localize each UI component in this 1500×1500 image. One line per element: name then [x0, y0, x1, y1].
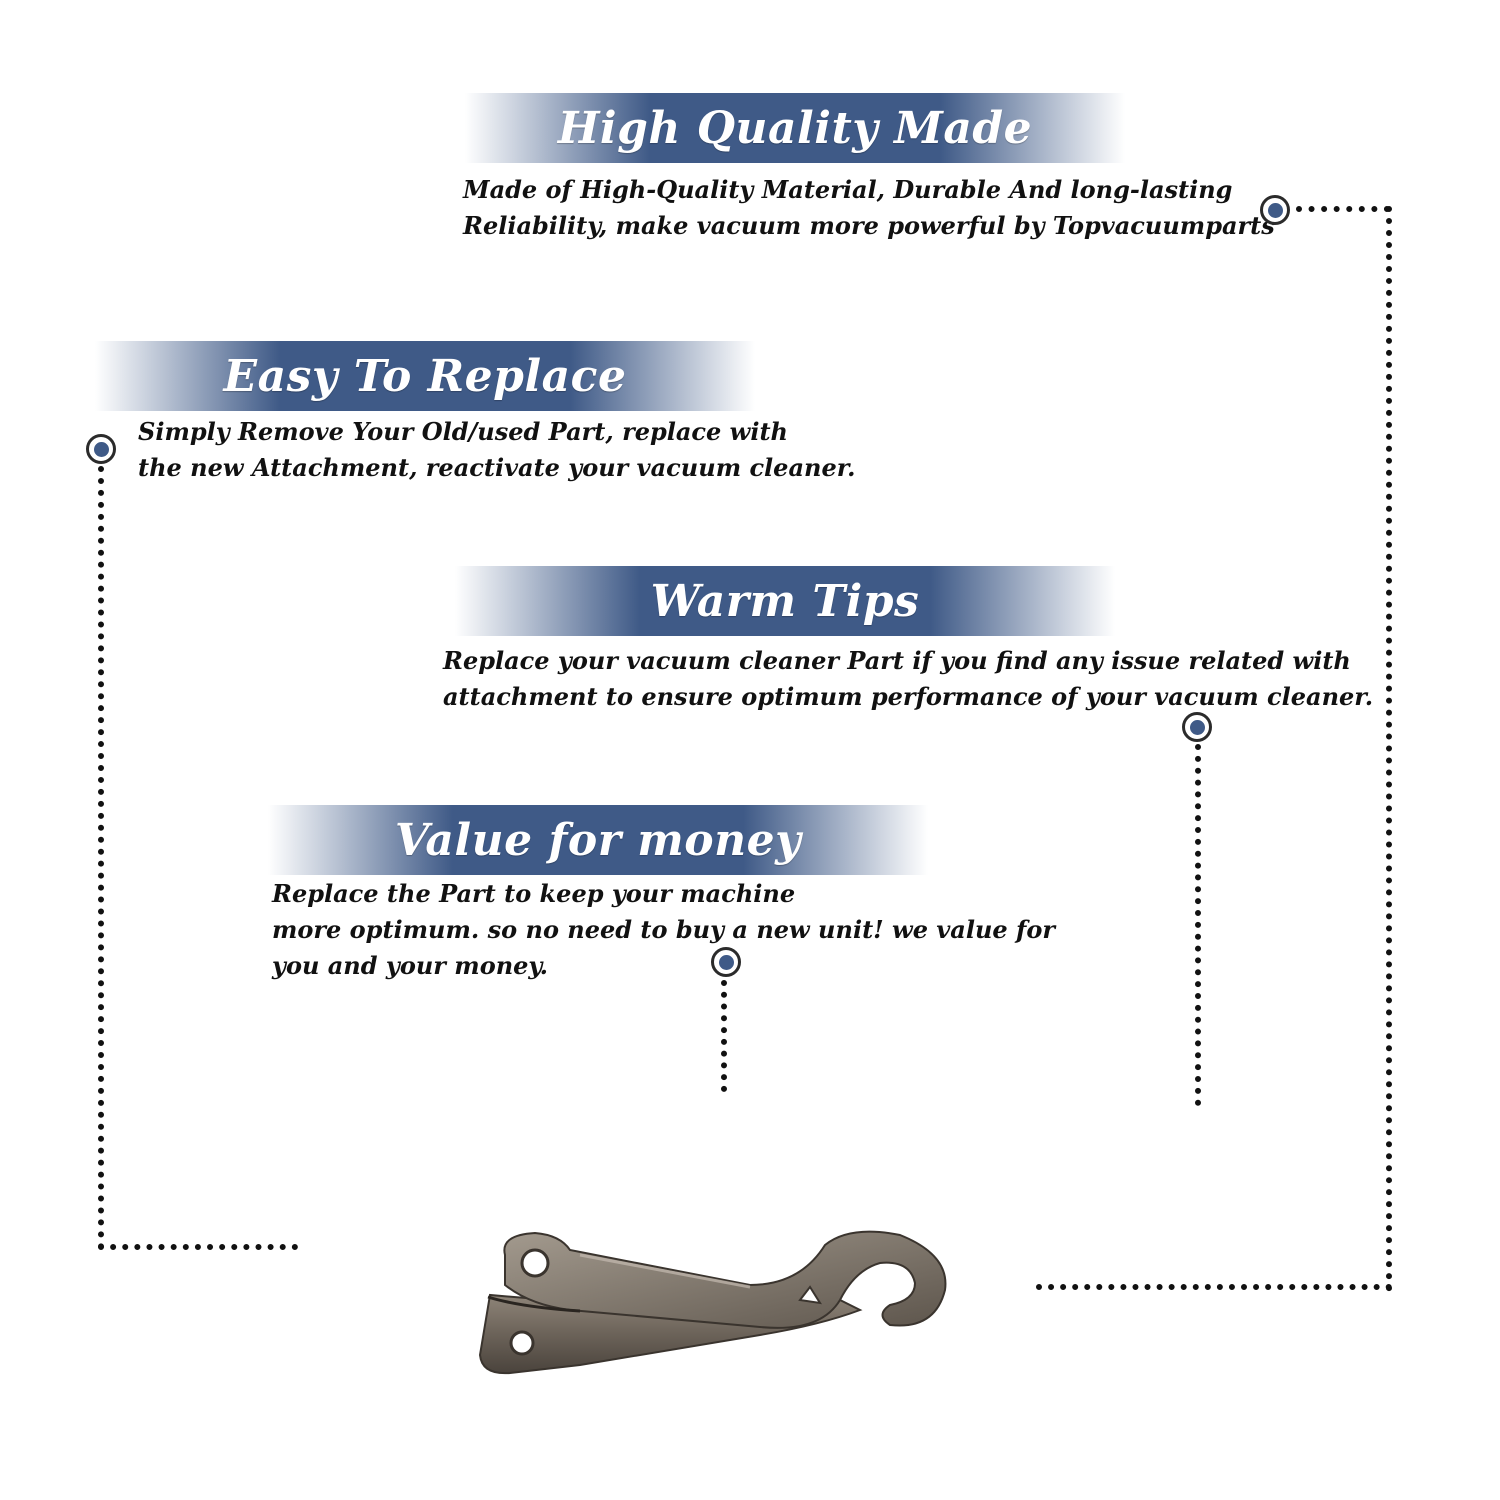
vacuum-clip-part [460, 1215, 970, 1385]
feature-desc-high-quality: Made of High-Quality Material, Durable A… [463, 172, 1275, 244]
feature-desc-line: Reliability, make vacuum more powerful b… [463, 211, 1275, 240]
banner-high-quality: High Quality Made [465, 93, 1125, 163]
feature-title-value: Value for money [394, 814, 802, 866]
target-dot-icon [711, 947, 741, 977]
feature-desc-line: the new Attachment, reactivate your vacu… [138, 453, 856, 482]
feature-desc-line: Replace the Part to keep your machine [272, 879, 796, 908]
connector-line [1195, 744, 1201, 1106]
banner-easy-replace: Easy To Replace [95, 341, 755, 411]
banner-value: Value for money [268, 805, 928, 875]
connector-line [98, 1244, 298, 1250]
connector-line [1386, 206, 1392, 1292]
feature-desc-easy-replace: Simply Remove Your Old/used Part, replac… [138, 414, 856, 486]
feature-title-warm-tips: Warm Tips [650, 575, 920, 627]
connector-line [1036, 1284, 1392, 1290]
feature-desc-line: attachment to ensure optimum performance… [443, 682, 1374, 711]
feature-desc-warm-tips: Replace your vacuum cleaner Part if you … [443, 643, 1373, 715]
feature-title-high-quality: High Quality Made [557, 102, 1033, 154]
feature-desc-line: you and your money. [272, 951, 548, 980]
banner-warm-tips: Warm Tips [455, 566, 1115, 636]
feature-desc-line: Replace your vacuum cleaner Part if you … [443, 646, 1351, 675]
feature-desc-value: Replace the Part to keep your machine mo… [272, 876, 1055, 984]
feature-desc-line: more optimum. so no need to buy a new un… [272, 915, 1055, 944]
target-dot-icon [86, 434, 116, 464]
feature-desc-line: Made of High-Quality Material, Durable A… [463, 175, 1233, 204]
feature-desc-line: Simply Remove Your Old/used Part, replac… [138, 417, 788, 446]
feature-title-easy-replace: Easy To Replace [223, 350, 627, 402]
target-dot-icon [1182, 712, 1212, 742]
connector-line [721, 980, 727, 1092]
connector-line [98, 466, 104, 1250]
target-dot-icon [1260, 195, 1290, 225]
connector-line [1296, 206, 1390, 212]
